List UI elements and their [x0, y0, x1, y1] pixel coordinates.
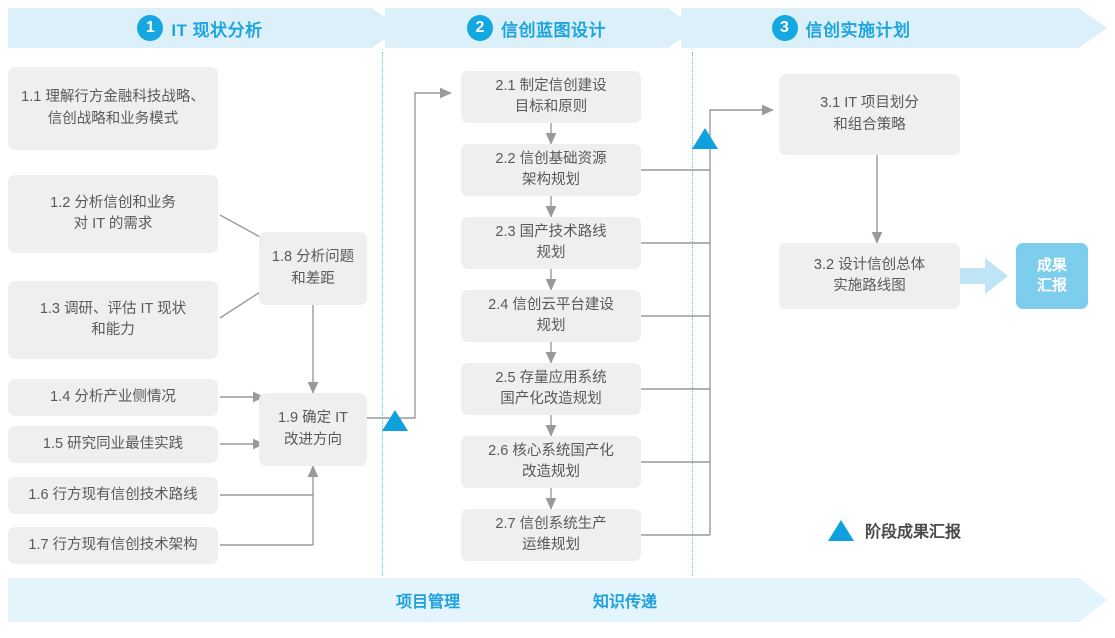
- task-box-1.6[interactable]: 1.6 行方现有信创技术路线: [8, 477, 218, 514]
- phase-header-2[interactable]: 2 信创蓝图设计: [385, 8, 688, 48]
- task-box-2.4[interactable]: 2.4 信创云平台建设规划: [461, 290, 641, 342]
- task-box-1.1[interactable]: 1.1 理解行方金融科技战略、信创战略和业务模式: [8, 67, 218, 150]
- edge-3.2-to-outcome: [955, 258, 1008, 294]
- milestone-triangle-phase2-icon: [692, 128, 718, 149]
- task-box-2.1[interactable]: 2.1 制定信创建设目标和原则: [461, 71, 641, 123]
- divider-phase1-phase2: [382, 52, 383, 576]
- task-box-1.7[interactable]: 1.7 行方现有信创技术架构: [8, 527, 218, 564]
- footer-item-knowledge-transfer[interactable]: 知识传递: [593, 594, 658, 611]
- milestone-triangle-phase1-icon: [382, 410, 408, 431]
- milestone-triangle-icon: [828, 519, 854, 541]
- task-box-2.7[interactable]: 2.7 信创系统生产运维规划: [461, 509, 641, 561]
- footer-item-project-management[interactable]: 项目管理: [396, 594, 461, 611]
- task-box-1.4[interactable]: 1.4 分析产业侧情况: [8, 379, 218, 416]
- task-box-1.2[interactable]: 1.2 分析信创和业务对 IT 的需求: [8, 175, 218, 253]
- phase-title-1: IT 现状分析: [171, 20, 263, 40]
- task-box-2.6[interactable]: 2.6 核心系统国产化改造规划: [461, 436, 641, 488]
- task-box-3.1[interactable]: 3.1 IT 项目划分和组合策略: [779, 74, 960, 155]
- phase-number-3: 3: [771, 15, 798, 41]
- task-box-1.5[interactable]: 1.5 研究同业最佳实践: [8, 426, 218, 463]
- task-box-3.2[interactable]: 3.2 设计信创总体实施路线图: [779, 243, 960, 309]
- task-box-1.8[interactable]: 1.8 分析问题和差距: [259, 232, 367, 305]
- edge-bus-to-3.1: [709, 104, 774, 535]
- phase-number-2: 2: [467, 15, 493, 41]
- phase-header-3[interactable]: 3 信创实施计划: [681, 8, 1001, 48]
- edge-1.9-to-2.1: [366, 87, 452, 419]
- phase-number-1: 1: [137, 15, 164, 41]
- task-box-2.3[interactable]: 2.3 国产技术路线规划: [461, 217, 641, 269]
- task-box-2.5[interactable]: 2.5 存量应用系统国产化改造规划: [461, 363, 641, 415]
- phase-title-2: 信创蓝图设计: [501, 20, 606, 40]
- phase-header-1[interactable]: 1 IT 现状分析: [8, 8, 392, 48]
- phase-title-3: 信创实施计划: [805, 20, 911, 40]
- legend-label: 阶段成果汇报: [865, 524, 962, 541]
- legend: 阶段成果汇报: [828, 518, 961, 542]
- task-box-2.2[interactable]: 2.2 信创基础资源架构规划: [461, 144, 641, 196]
- outcome-box[interactable]: 成果汇报: [1016, 243, 1088, 309]
- divider-phase2-phase3: [692, 52, 693, 576]
- task-box-1.3[interactable]: 1.3 调研、评估 IT 现状和能力: [8, 281, 218, 359]
